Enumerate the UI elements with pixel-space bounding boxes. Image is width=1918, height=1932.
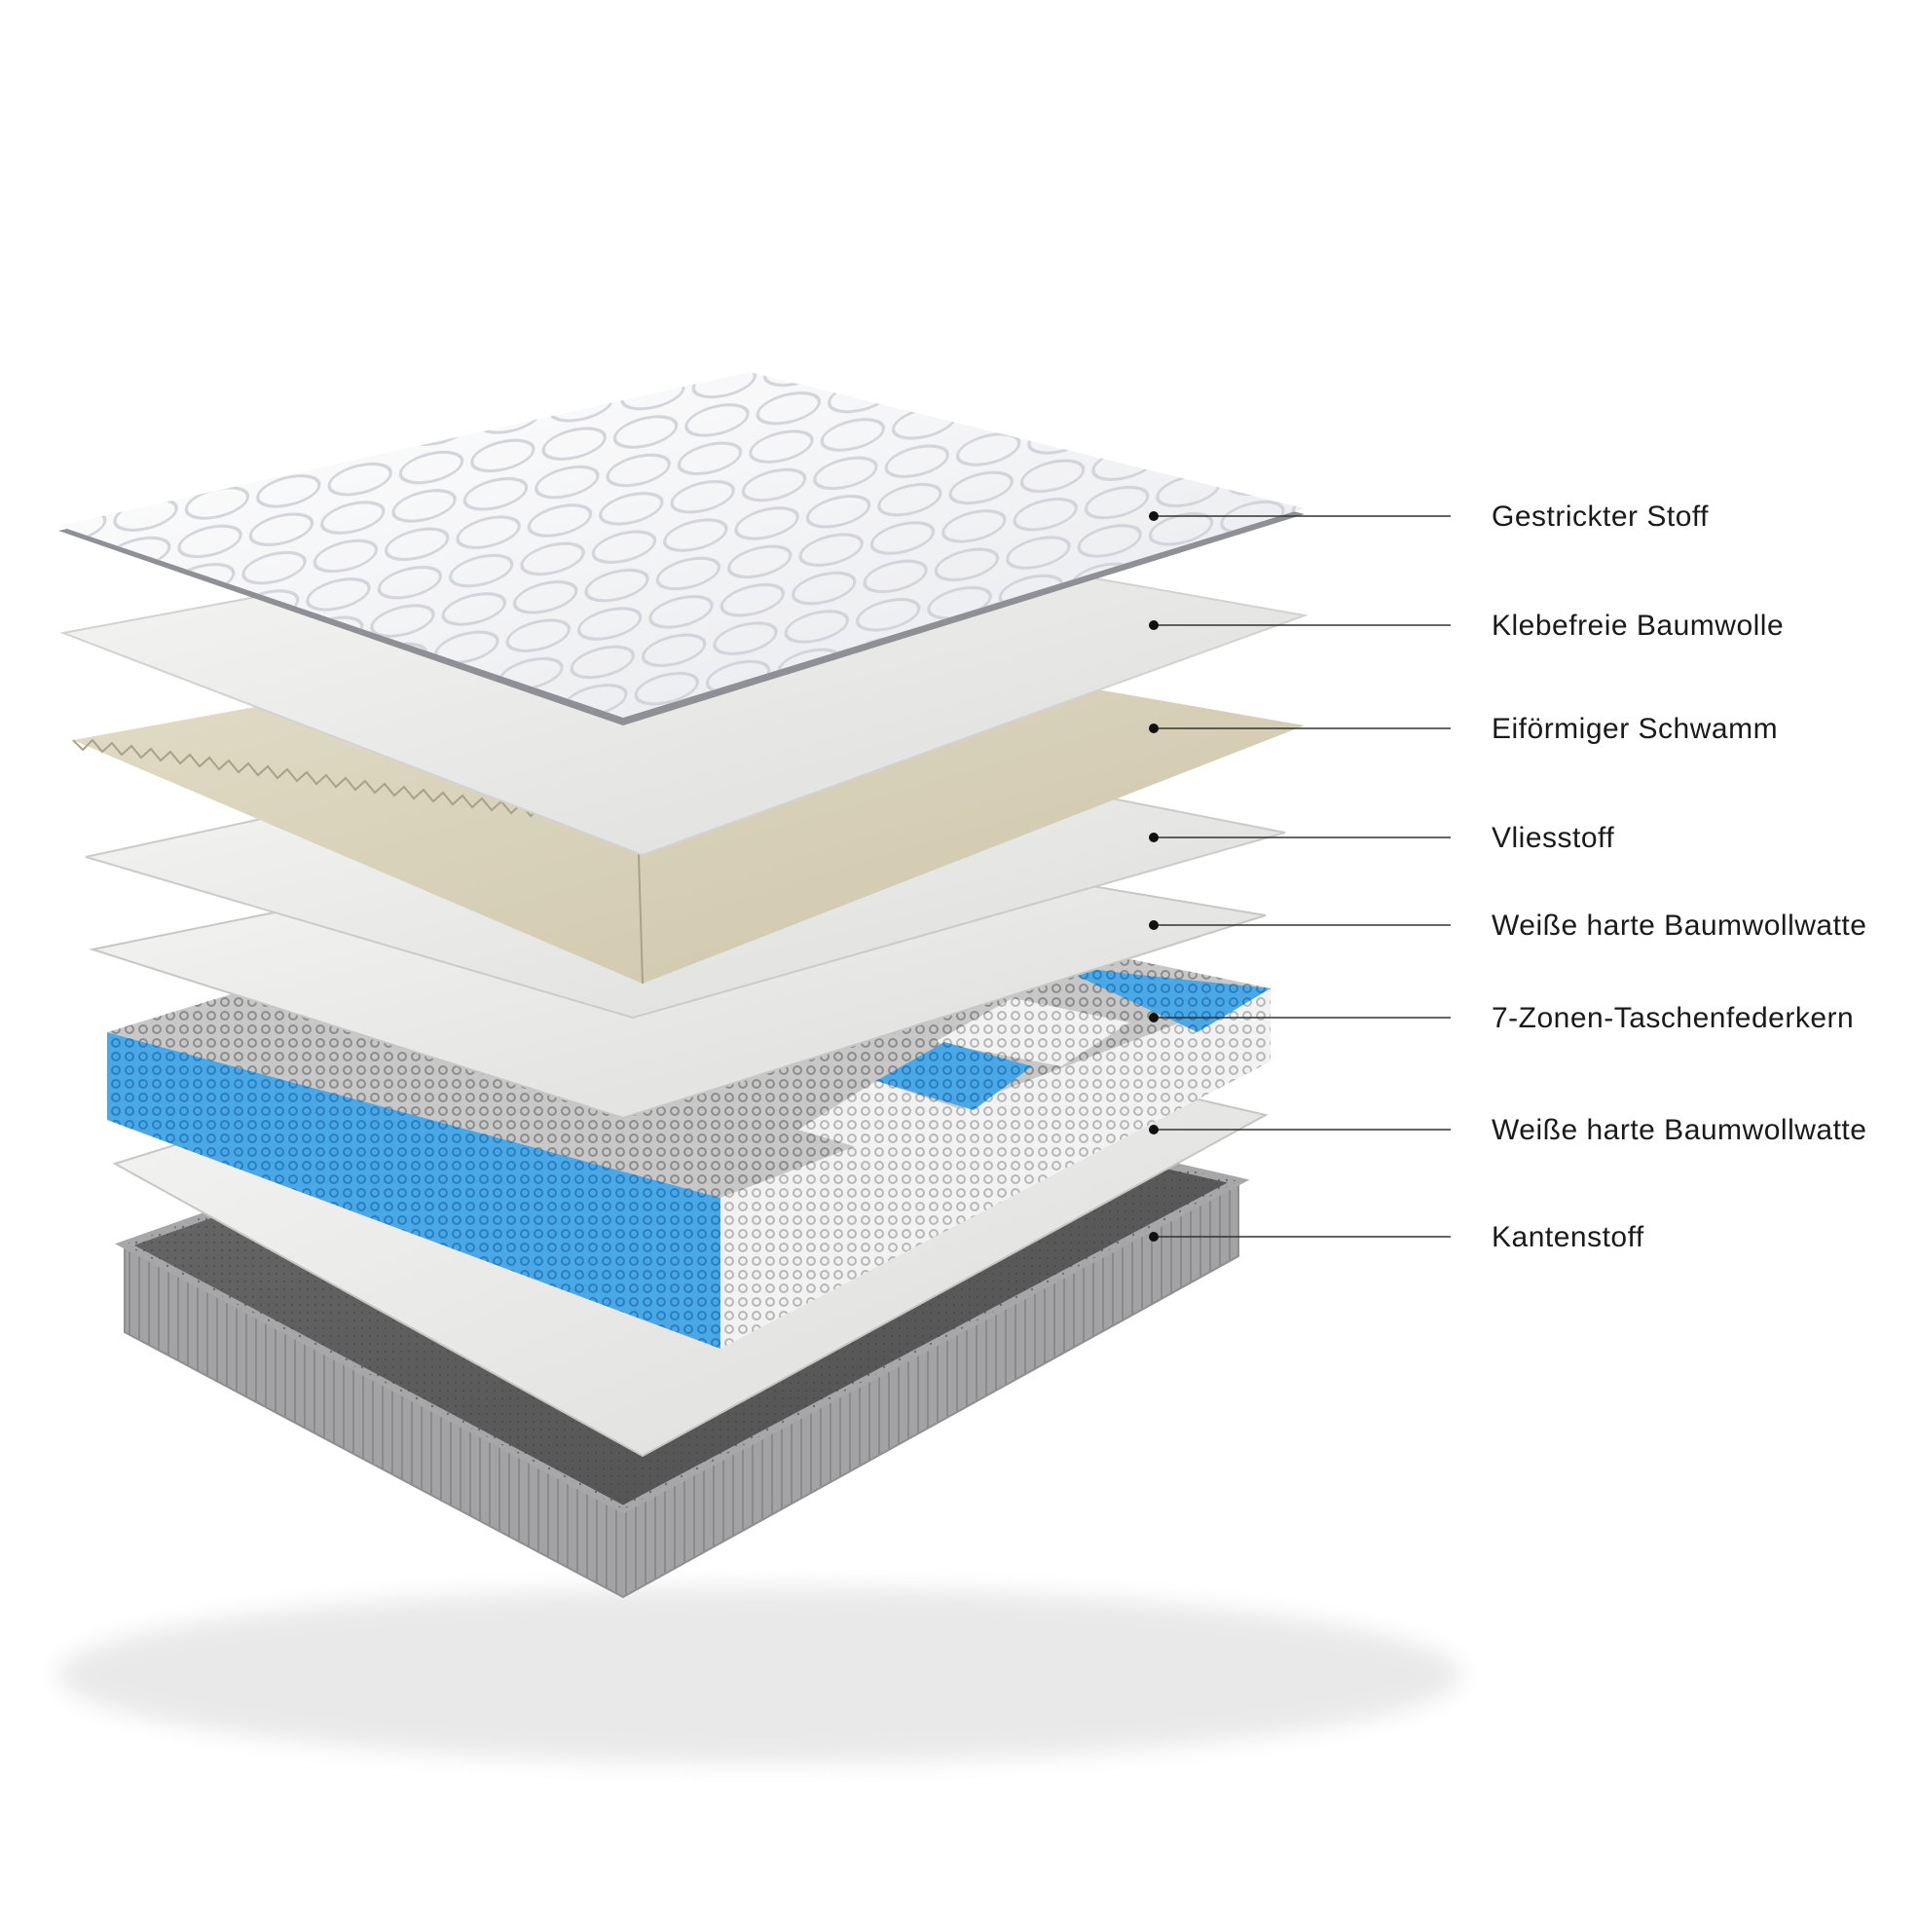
callout-2: Klebefreie Baumwolle	[1149, 610, 1784, 642]
callout-4: Vliesstoff	[1149, 822, 1614, 854]
callout-6: 7-Zonen-Taschenfederkern	[1149, 1002, 1854, 1034]
callout-7: Weiße harte Baumwollwatte	[1149, 1114, 1866, 1146]
callout-1: Gestrickter Stoff	[1149, 501, 1709, 533]
callout-label: Klebefreie Baumwolle	[1492, 610, 1784, 642]
layer-gestrickter-stoff	[58, 372, 1305, 725]
callout-label: Weiße harte Baumwollwatte	[1492, 910, 1866, 942]
callout-dot	[1149, 833, 1159, 842]
callout-5: Weiße harte Baumwollwatte	[1149, 910, 1866, 942]
callout-3: Eiförmiger Schwamm	[1149, 713, 1778, 745]
callout-dot	[1149, 511, 1159, 521]
ground-shadow	[58, 1587, 1460, 1763]
callout-dot	[1149, 1232, 1159, 1242]
callout-dot	[1149, 1013, 1159, 1022]
callout-dot	[1149, 724, 1159, 733]
callout-label: Gestrickter Stoff	[1492, 501, 1709, 533]
callout-dot	[1149, 1125, 1159, 1134]
callout-dot	[1149, 920, 1159, 930]
callout-label: 7-Zonen-Taschenfederkern	[1492, 1002, 1854, 1034]
callout-8: Kantenstoff	[1149, 1221, 1644, 1253]
callout-label: Weiße harte Baumwollwatte	[1492, 1114, 1866, 1146]
callout-label: Kantenstoff	[1492, 1221, 1644, 1253]
callout-label: Vliesstoff	[1492, 822, 1614, 854]
callout-label: Eiförmiger Schwamm	[1492, 713, 1778, 745]
callout-dot	[1149, 620, 1159, 630]
